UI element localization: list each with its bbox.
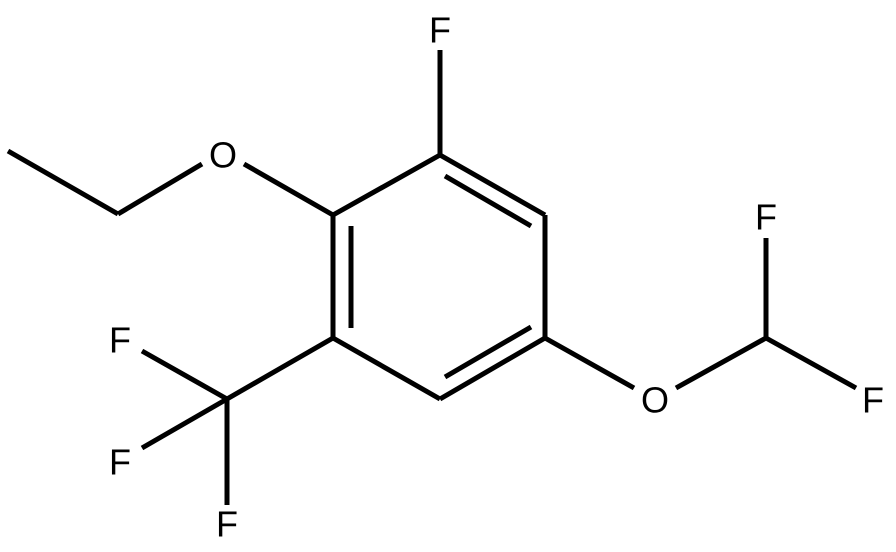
atom-label-f-cf3-c: F [216,504,238,545]
ring-bond-c4-c5 [331,335,442,402]
bond-c6-o-ethoxy [242,161,335,218]
atom-label-f-chf2-right: F [862,380,884,421]
bond-ch2-ch3 [6,148,120,217]
atom-label-f-chf2-top: F [755,197,777,238]
bond-c5-cf3 [225,335,335,402]
atom-label-o-ethoxy: O [209,135,237,176]
bond-cf3-f-b [140,396,229,451]
bond-chf2-f-right [764,335,858,391]
ring-bond-c1-c2 [438,152,547,218]
bond-o-chf2 [674,335,768,391]
atom-label-f-cf3-a: F [109,320,131,361]
bond-c3-o [543,335,636,391]
atom-label-f-cf3-b: F [109,442,131,483]
bond-o-ch2 [116,161,204,217]
ring-bond-c6-c1 [331,152,442,218]
ring-bond-c1-c2-inner [443,173,533,229]
ring-bond-c3-c4 [438,335,547,402]
atom-label-o-difluoromethoxy: O [641,380,669,421]
bond-cf3-f-a [140,348,229,402]
ring-bond-c3-c4-inner [443,324,533,380]
atom-label-f-top: F [429,10,451,51]
